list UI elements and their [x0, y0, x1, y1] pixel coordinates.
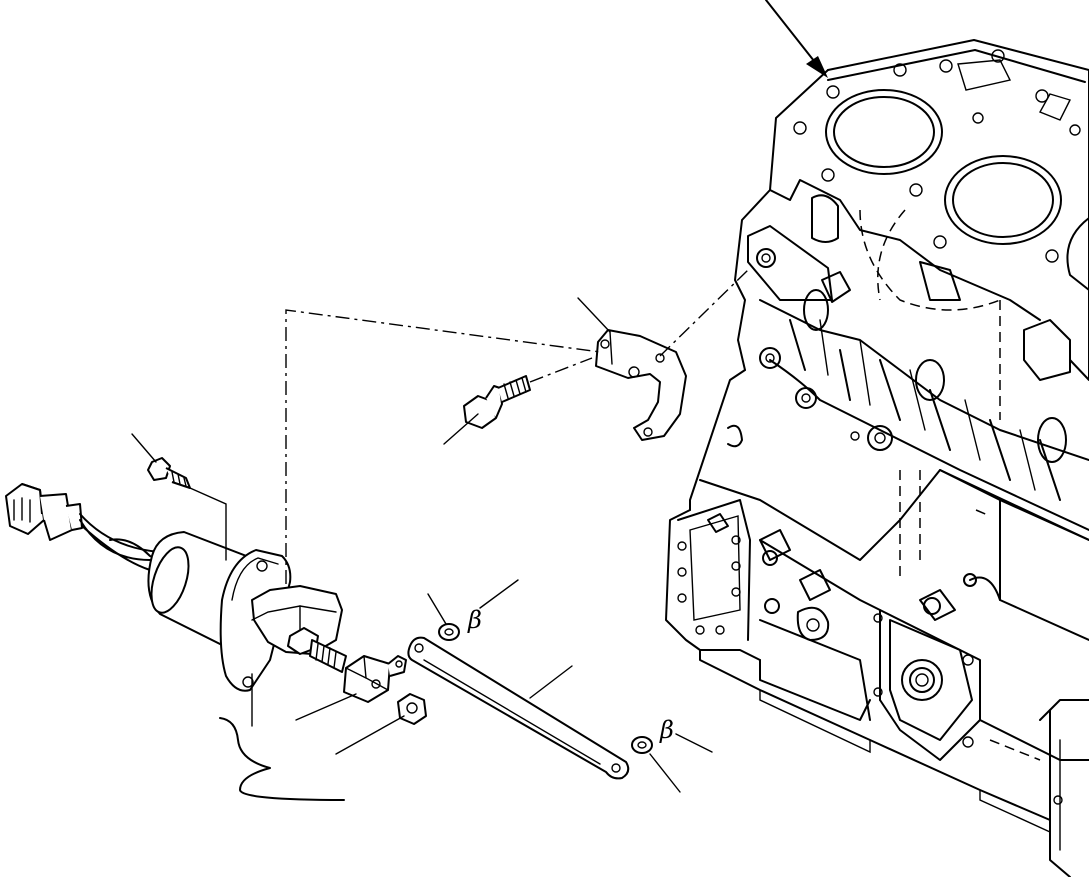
- bracket-bolt: [463, 375, 531, 429]
- link-rod: [407, 636, 630, 780]
- engine-block: [665, 39, 1089, 877]
- stop-solenoid: [147, 531, 347, 692]
- terminal-screw: [147, 457, 191, 489]
- assembly-brace: [219, 717, 345, 801]
- leader-lines: [131, 269, 749, 793]
- hex-nut: [397, 693, 427, 725]
- solenoid-wires: [79, 513, 161, 571]
- wire-harness-connector: [5, 483, 83, 541]
- washer-mark-upper: β: [467, 606, 482, 634]
- engine-block-arrow: [765, 0, 828, 78]
- washer-upper: [438, 623, 460, 641]
- rod-end-block: [343, 655, 407, 703]
- washer-lower: [631, 736, 653, 754]
- stop-solenoid-bracket: [595, 329, 687, 441]
- washer-mark-lower: β: [659, 716, 674, 744]
